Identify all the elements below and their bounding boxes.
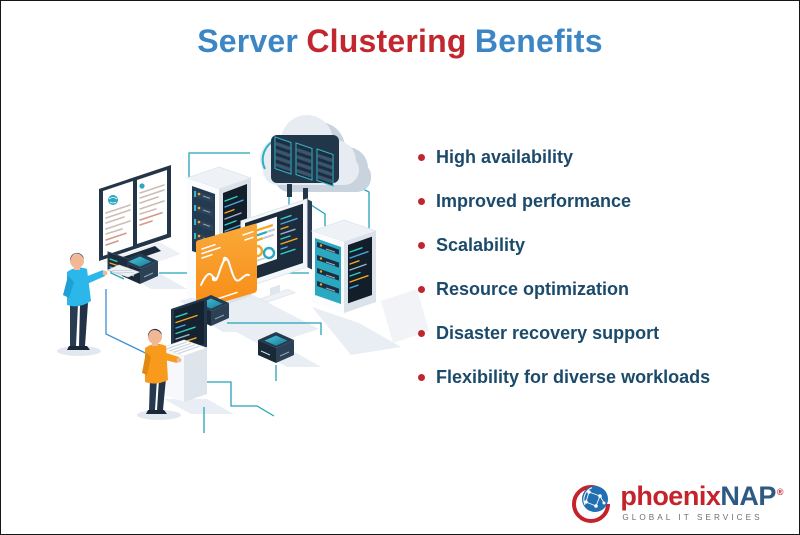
logo-brand: phoenixNAP® [620, 480, 784, 511]
phoenixnap-globe-icon [572, 485, 611, 523]
benefit-item: Scalability [418, 236, 788, 254]
logo-brand-secondary: NAP [720, 480, 776, 511]
benefit-label: Flexibility for diverse workloads [436, 367, 711, 387]
cloud-servers-icon [260, 115, 371, 201]
benefit-item: Flexibility for diverse workloads [418, 368, 788, 386]
phoenixnap-logo: phoenixNAP® GLOBAL IT SERVICES [569, 479, 784, 525]
server-clustering-illustration [57, 115, 429, 433]
benefit-item: Disaster recovery support [418, 324, 788, 342]
logo-brand-primary: phoenix [620, 480, 721, 511]
benefit-label: Disaster recovery support [436, 323, 660, 343]
benefit-item: Improved performance [418, 192, 788, 210]
benefit-label: Improved performance [436, 191, 632, 211]
operator-at-terminal-icon [142, 297, 209, 414]
network-switch-icon [258, 332, 294, 363]
registered-trademark-icon: ® [776, 486, 784, 497]
benefits-list: High availability Improved performance S… [418, 148, 788, 412]
bullet-icon [418, 197, 425, 205]
admin-with-laptop-icon [63, 251, 141, 350]
logo-text: phoenixNAP® GLOBAL IT SERVICES [620, 480, 784, 522]
server-tower-icon [310, 219, 378, 313]
title-word-benefits: Benefits [474, 23, 603, 59]
bullet-icon [418, 373, 425, 381]
benefit-label: Resource optimization [436, 279, 630, 299]
bullet-icon [418, 329, 425, 337]
bullet-icon [418, 153, 425, 161]
benefit-label: High availability [436, 147, 574, 167]
benefit-item: High availability [418, 148, 788, 166]
logo-tagline: GLOBAL IT SERVICES [622, 512, 763, 522]
benefit-item: Resource optimization [418, 280, 788, 298]
title-word-clustering: Clustering [306, 23, 467, 59]
analytics-panel-icon [196, 223, 257, 310]
bullet-icon [418, 241, 425, 249]
benefit-label: Scalability [436, 235, 526, 255]
bullet-icon [418, 285, 425, 293]
title-word-server: Server [197, 23, 299, 59]
